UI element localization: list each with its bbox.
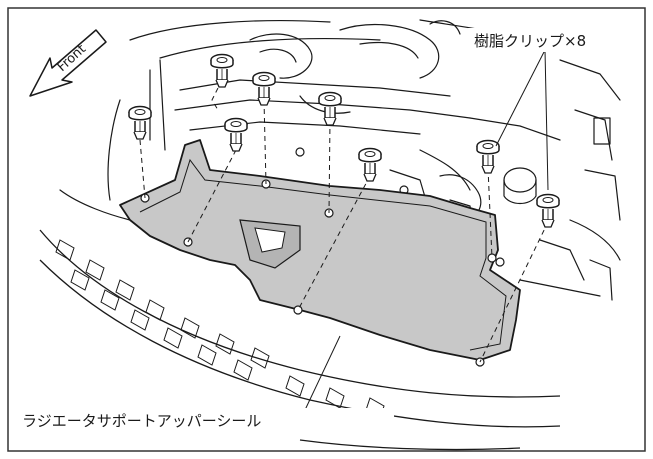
seal-callout: ラジエータサポートアッパーシール [14, 335, 394, 432]
resin-clip-icon [224, 117, 248, 152]
clips-label: 樹脂クリップ×8 [474, 32, 586, 50]
front-direction-arrow-icon: Front [29, 29, 107, 97]
clip-callout: 樹脂クリップ×8 [468, 28, 642, 191]
resin-clip-icon [318, 91, 342, 126]
resin-clip-icon [358, 147, 382, 182]
resin-clip-icon [536, 193, 560, 228]
radiator-support-upper-seal [119, 139, 521, 367]
resin-clip-icon [128, 105, 152, 140]
resin-clip-icon [476, 139, 500, 174]
clip-guide-lines [139, 79, 549, 363]
seal-label: ラジエータサポートアッパーシール [22, 412, 261, 430]
diagram-frame [7, 7, 646, 452]
engine-bay-background [59, 19, 621, 301]
